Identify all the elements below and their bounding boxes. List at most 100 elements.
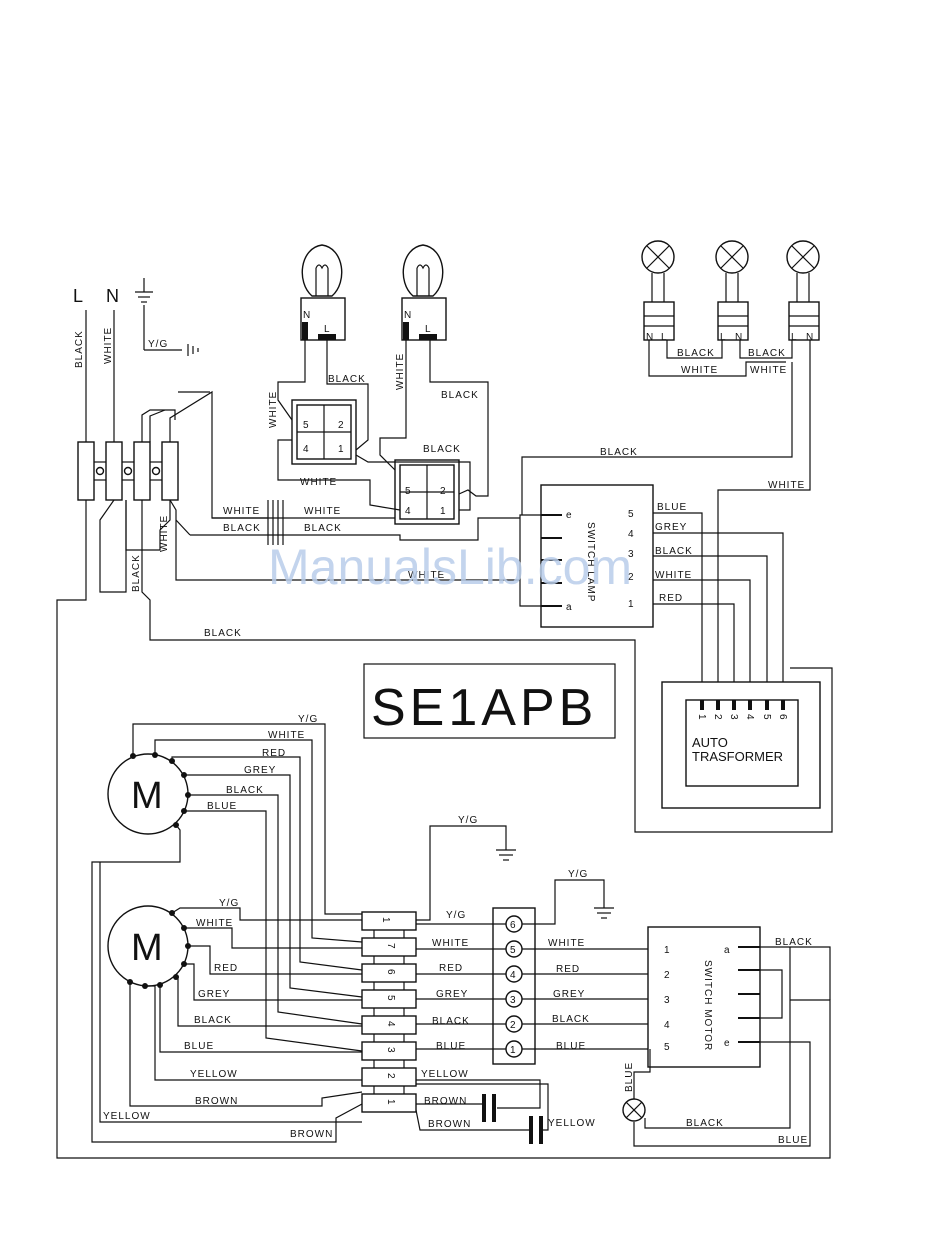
lamp3-l: L (791, 332, 798, 343)
lamp-switch-pin-3: 3 (628, 549, 635, 560)
lamp-switch-grey-label: GREY (655, 522, 687, 533)
lamp-icon-1 (641, 240, 675, 341)
auto-transformer (661, 681, 821, 809)
motor-bottom-label: M (131, 927, 163, 969)
transformer-pin-2: 2 (712, 714, 723, 721)
motor-top-label: M (131, 775, 163, 817)
motor-switch-label: SWITCH MOTOR (702, 960, 713, 1051)
connector-block (361, 911, 417, 1113)
sw1-pin-2: 2 (338, 420, 345, 431)
lamp-switch-pin-a: a (566, 602, 573, 613)
blk-black-label: BLACK (432, 1016, 470, 1027)
conn-pin-1: 1 (510, 1045, 517, 1056)
watermark: ManualsLib.com (268, 539, 632, 595)
lamps-white-label-2: WHITE (750, 365, 787, 376)
sw1-pin-1: 1 (338, 444, 345, 455)
light-switch-2 (394, 459, 460, 525)
lamps-white-to-switch-label: WHITE (768, 480, 805, 491)
ms-black-label: BLACK (552, 1014, 590, 1025)
m1-white-label: WHITE (268, 730, 305, 741)
block-pin-4: 4 (385, 1021, 396, 1028)
lamps-black-label-1: BLACK (677, 348, 715, 359)
terminal-black-label: BLACK (131, 554, 142, 592)
lamps-white-label-1: WHITE (681, 365, 718, 376)
blk-blue-label: BLUE (436, 1041, 466, 1052)
blk-white-label: WHITE (432, 938, 469, 949)
motor-switch-pin-5: 5 (664, 1042, 671, 1053)
m1-black-label: BLACK (226, 785, 264, 796)
model-label-box (363, 663, 616, 739)
conn-pin-4: 4 (510, 970, 517, 981)
earth-icon (135, 278, 153, 303)
white-bundle-label-1: WHITE (223, 506, 260, 517)
indicator-lamp-icon (622, 1098, 646, 1122)
ground-icon-1 (496, 849, 516, 861)
yg-label-ground-2: Y/G (568, 869, 588, 880)
m1-yg-label: Y/G (298, 714, 318, 725)
m2-brown-label-2: BROWN (290, 1129, 333, 1140)
indicator-blue-label: BLUE (624, 1062, 635, 1092)
blk-yg-label: Y/G (446, 910, 466, 921)
ground-icon-2 (594, 907, 614, 919)
bulb-right-white-label: WHITE (395, 353, 406, 390)
conn-pin-6: 6 (510, 920, 517, 931)
ms-grey-label: GREY (553, 989, 585, 1000)
blk-red-label: RED (439, 963, 463, 974)
lamp-switch-label: SWITCH LAMP (585, 522, 596, 602)
transformer-pin-5: 5 (761, 714, 772, 721)
indicator-black-label: BLACK (686, 1118, 724, 1129)
black-long-label: BLACK (204, 628, 242, 639)
lamp3-n: N (806, 332, 814, 343)
motor-switch (647, 926, 761, 1068)
lamp-switch-pin-1: 1 (628, 599, 635, 610)
ms-white-label: WHITE (548, 938, 585, 949)
lamps-black-label-2: BLACK (748, 348, 786, 359)
m2-yellow-label: YELLOW (190, 1069, 238, 1080)
block-pin-7: 7 (385, 943, 396, 950)
lamp1-l: L (661, 332, 668, 343)
capacitor-icon-2 (529, 1116, 543, 1144)
conn-pin-5: 5 (510, 945, 517, 956)
supply-n-label: N (106, 286, 119, 306)
m1-red-label: RED (262, 748, 286, 759)
motor-switch-pin-e: e (724, 1038, 731, 1049)
transformer-label-1: AUTO (692, 735, 728, 750)
lamp-switch-pin-2: 2 (628, 572, 635, 583)
cap-brown-label-1: BROWN (424, 1096, 467, 1107)
m2-blue-label: BLUE (184, 1041, 214, 1052)
bulb-left-n: N (303, 310, 311, 321)
light-switch-1 (291, 399, 357, 465)
block-pin-3: 3 (385, 1047, 396, 1054)
transformer-label-2: TRASFORMER (692, 749, 783, 764)
lamp-icon-3 (786, 240, 820, 341)
sw1-pin-4: 4 (303, 444, 310, 455)
m2-yellow-label-2: YELLOW (103, 1111, 151, 1122)
yg-label-supply: Y/G (148, 339, 168, 350)
supply-l-label: L (73, 286, 83, 306)
transformer-pin-3: 3 (728, 714, 739, 721)
sw2-pin-5: 5 (405, 486, 412, 497)
cap-brown-label-2: BROWN (428, 1119, 471, 1130)
motor-switch-pin-1: 1 (664, 945, 671, 956)
cap-yellow-label-2: YELLOW (548, 1118, 596, 1129)
block-pin-ground: 1 (380, 917, 391, 924)
m2-white-label: WHITE (196, 918, 233, 929)
bulb-right-black-label: BLACK (441, 390, 479, 401)
black-bundle-label-2: BLACK (304, 523, 342, 534)
ms-e-blue-label: BLUE (778, 1135, 808, 1146)
six-pin-connector (492, 907, 536, 1065)
terminal-block (77, 441, 179, 501)
sw2-pin-1: 1 (440, 506, 447, 517)
block-pin-5: 5 (385, 995, 396, 1002)
bulb-left-black-label: BLACK (328, 374, 366, 385)
cap-yellow-label-1: YELLOW (421, 1069, 469, 1080)
bulb-icon-left (300, 244, 346, 341)
bulb-left-white-label: WHITE (268, 391, 279, 428)
supply-white-label: WHITE (103, 327, 114, 364)
block-pin-2: 2 (385, 1073, 396, 1080)
lamp-switch (540, 484, 654, 628)
ground-icon-supply (187, 344, 199, 356)
block-pin-6: 6 (385, 969, 396, 976)
lamp-switch-red-label: RED (659, 593, 683, 604)
